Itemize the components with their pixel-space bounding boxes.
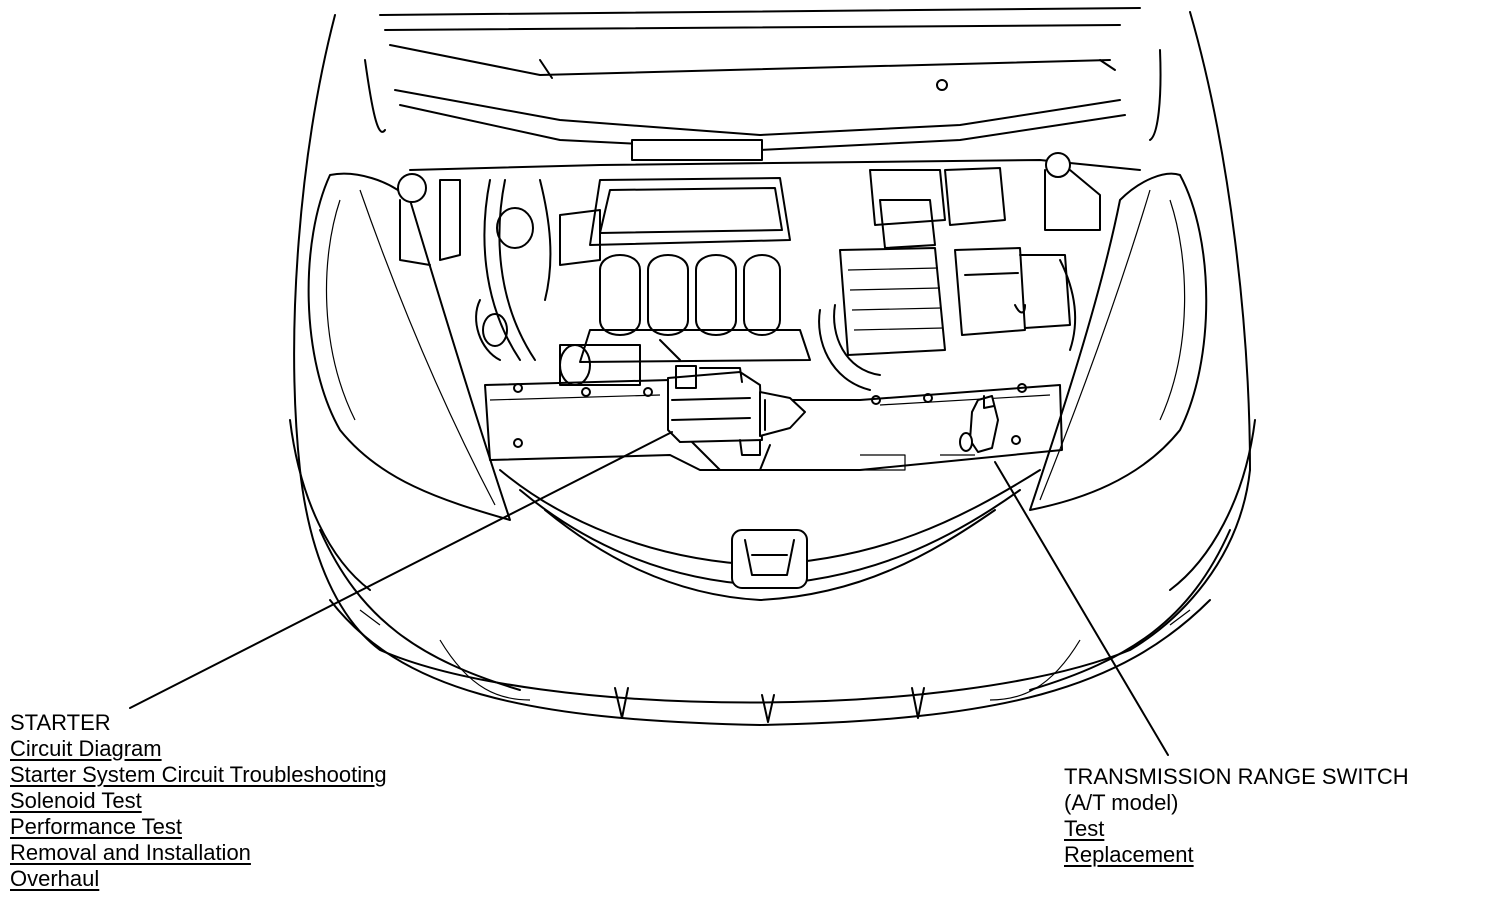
battery-area <box>944 152 1101 351</box>
front-bumper <box>289 419 1256 726</box>
starter-leader-line <box>129 431 673 709</box>
transmission-range-switch <box>959 395 999 453</box>
trs-title: TRANSMISSION RANGE SWITCH <box>1064 764 1409 789</box>
starter-motor <box>667 365 806 456</box>
trs-replacement-link[interactable]: Replacement <box>1064 842 1194 867</box>
right-headlight <box>1029 172 1208 511</box>
circuit-diagram-link[interactable]: Circuit Diagram <box>10 736 162 761</box>
starter-title: STARTER <box>10 710 111 735</box>
solenoid-test-link[interactable]: Solenoid Test <box>10 788 142 813</box>
air-cleaner-box <box>818 169 946 391</box>
removal-and-installation-link[interactable]: Removal and Installation <box>10 840 251 865</box>
hood-and-cowl <box>293 7 1251 471</box>
transmission-range-switch-callout: TRANSMISSION RANGE SWITCH (A/T model) Te… <box>1064 764 1409 868</box>
leader-lines <box>129 431 1169 756</box>
overhaul-link[interactable]: Overhaul <box>10 866 100 891</box>
engine-assembly <box>559 177 811 386</box>
trs-test-link[interactable]: Test <box>1064 816 1105 841</box>
trs-subtitle: (A/T model) <box>1064 790 1179 815</box>
performance-test-link[interactable]: Performance Test <box>10 814 183 839</box>
starter-system-troubleshooting-link[interactable]: Starter System Circuit Troubleshooting <box>10 762 387 787</box>
left-hoses <box>397 173 552 361</box>
starter-callout: STARTER Circuit Diagram Starter System C… <box>10 710 387 892</box>
left-headlight <box>307 172 511 521</box>
trs-leader-line <box>994 461 1169 756</box>
